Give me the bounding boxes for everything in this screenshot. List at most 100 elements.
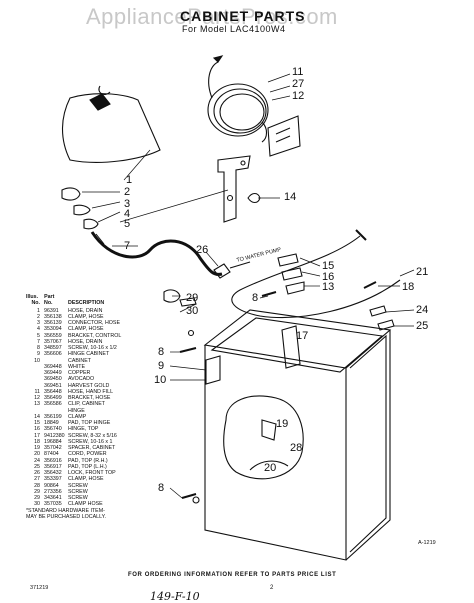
callout-20: 20 bbox=[264, 462, 277, 474]
row-part-no: 369449 bbox=[44, 370, 62, 376]
page-number: 2 bbox=[270, 585, 274, 591]
row-part-no: 356448 bbox=[44, 388, 62, 395]
callout-10: 10 bbox=[154, 374, 167, 386]
row-part-no: 18849 bbox=[44, 420, 59, 426]
row-description: BRACKET, CONTROL bbox=[68, 332, 122, 339]
row-description: SCREW bbox=[68, 488, 88, 495]
callout-8-top: 8 bbox=[252, 292, 259, 304]
row-description: HINGE, TOP bbox=[68, 426, 99, 433]
callout-5: 5 bbox=[124, 218, 131, 230]
row-part-no: 356432 bbox=[44, 470, 62, 476]
callout-12: 12 bbox=[292, 90, 305, 102]
row-description: CLAMP bbox=[68, 413, 87, 420]
row-description: CONNECTOR, HOSE bbox=[68, 320, 120, 326]
callout-8-front: 8 bbox=[158, 346, 165, 358]
row-illus-no: 9 bbox=[37, 351, 40, 358]
row-illus-no: 2 bbox=[37, 313, 40, 320]
row-description: HOSE, DRAIN bbox=[68, 307, 103, 314]
table-row: 27 353397 CLAMP, HOSE bbox=[26, 476, 201, 482]
row-part-no: 357042 bbox=[44, 445, 62, 451]
row-illus-no: 29 bbox=[34, 495, 40, 501]
row-part-no: 343641 bbox=[44, 495, 62, 501]
row-description: CABINET bbox=[68, 357, 91, 364]
row-description: SPACER, CABINET bbox=[68, 445, 116, 451]
row-description: HINGE CABINET bbox=[68, 351, 110, 358]
row-illus-no: 13 bbox=[34, 401, 40, 408]
callout-11: 11 bbox=[292, 66, 304, 78]
table-row: 29 343641 SCREW bbox=[26, 495, 201, 501]
row-description: SCREW, 10-16 x 1/2 bbox=[68, 345, 117, 351]
row-illus-no: 19 bbox=[34, 445, 40, 451]
table-row: 14 356199 CLAMP bbox=[26, 414, 201, 420]
row-description: SCREW, 8-32 x 5/16 bbox=[68, 432, 117, 439]
row-illus-no: 3 bbox=[37, 320, 40, 326]
table-row: 19 357042 SPACER, CABINET bbox=[26, 445, 201, 451]
row-illus-no: 26 bbox=[34, 470, 40, 476]
row-illus-no: 27 bbox=[34, 476, 40, 483]
row-part-no: 9412380 bbox=[44, 432, 65, 439]
callout-16: 16 bbox=[322, 271, 335, 283]
row-description: PAD, TOP HINGE bbox=[68, 420, 111, 426]
row-description: CLAMP, HOSE bbox=[68, 476, 104, 483]
row-description: CLAMP, HOSE bbox=[68, 326, 104, 333]
row-description: SCREW bbox=[68, 495, 88, 501]
callout-4: 4 bbox=[124, 208, 131, 220]
header-part: Part bbox=[44, 294, 55, 300]
row-description: PAD, TOP (R.H.) bbox=[68, 457, 108, 464]
row-illus-no: 20 bbox=[34, 451, 40, 458]
row-illus-no: 28 bbox=[34, 482, 40, 489]
ordering-note: FOR ORDERING INFORMATION REFER TO PARTS … bbox=[128, 572, 337, 578]
callout-29: 29 bbox=[186, 292, 199, 304]
callout-2: 2 bbox=[124, 186, 131, 198]
row-part-no: 356138 bbox=[44, 313, 62, 320]
row-part-no: 356740 bbox=[44, 426, 62, 433]
row-part-no: 369450 bbox=[44, 376, 62, 383]
col-partno: No. bbox=[44, 300, 53, 307]
row-part-no: 356499 bbox=[44, 395, 62, 401]
row-part-no: 356199 bbox=[44, 413, 62, 420]
callout-18: 18 bbox=[402, 281, 415, 293]
row-illus-no: 25 bbox=[34, 463, 40, 470]
row-part-no: 348597 bbox=[44, 345, 62, 351]
row-part-no: 369448 bbox=[44, 363, 62, 370]
row-part-no: 353397 bbox=[44, 476, 62, 483]
row-description: CLAMP HOSE bbox=[68, 501, 103, 508]
table-row: 10 CABINET bbox=[26, 358, 201, 364]
row-illus-no: 14 bbox=[34, 413, 40, 420]
row-illus-no: 18 bbox=[34, 438, 40, 445]
row-description: HINGE bbox=[68, 407, 85, 414]
row-description: HOSE, DRAIN bbox=[68, 338, 103, 345]
row-part-no: 353094 bbox=[44, 326, 62, 333]
callout-14: 14 bbox=[284, 191, 297, 203]
row-illus-no: 4 bbox=[37, 326, 40, 333]
callout-13: 13 bbox=[322, 281, 335, 293]
row-part-no: 357067 bbox=[44, 338, 62, 345]
callout-1: 1 bbox=[126, 174, 133, 186]
callout-21: 21 bbox=[416, 266, 429, 278]
row-illus-no: 5 bbox=[37, 332, 40, 339]
row-part-no: 369451 bbox=[44, 382, 62, 389]
row-part-no: 90864 bbox=[44, 482, 59, 489]
callout-30: 30 bbox=[186, 305, 199, 317]
row-illus-no: 30 bbox=[34, 501, 40, 508]
table-row: 4 353094 CLAMP, HOSE bbox=[26, 326, 201, 332]
row-illus-no: 10 bbox=[34, 357, 40, 364]
row-illus-no: 16 bbox=[34, 426, 40, 433]
